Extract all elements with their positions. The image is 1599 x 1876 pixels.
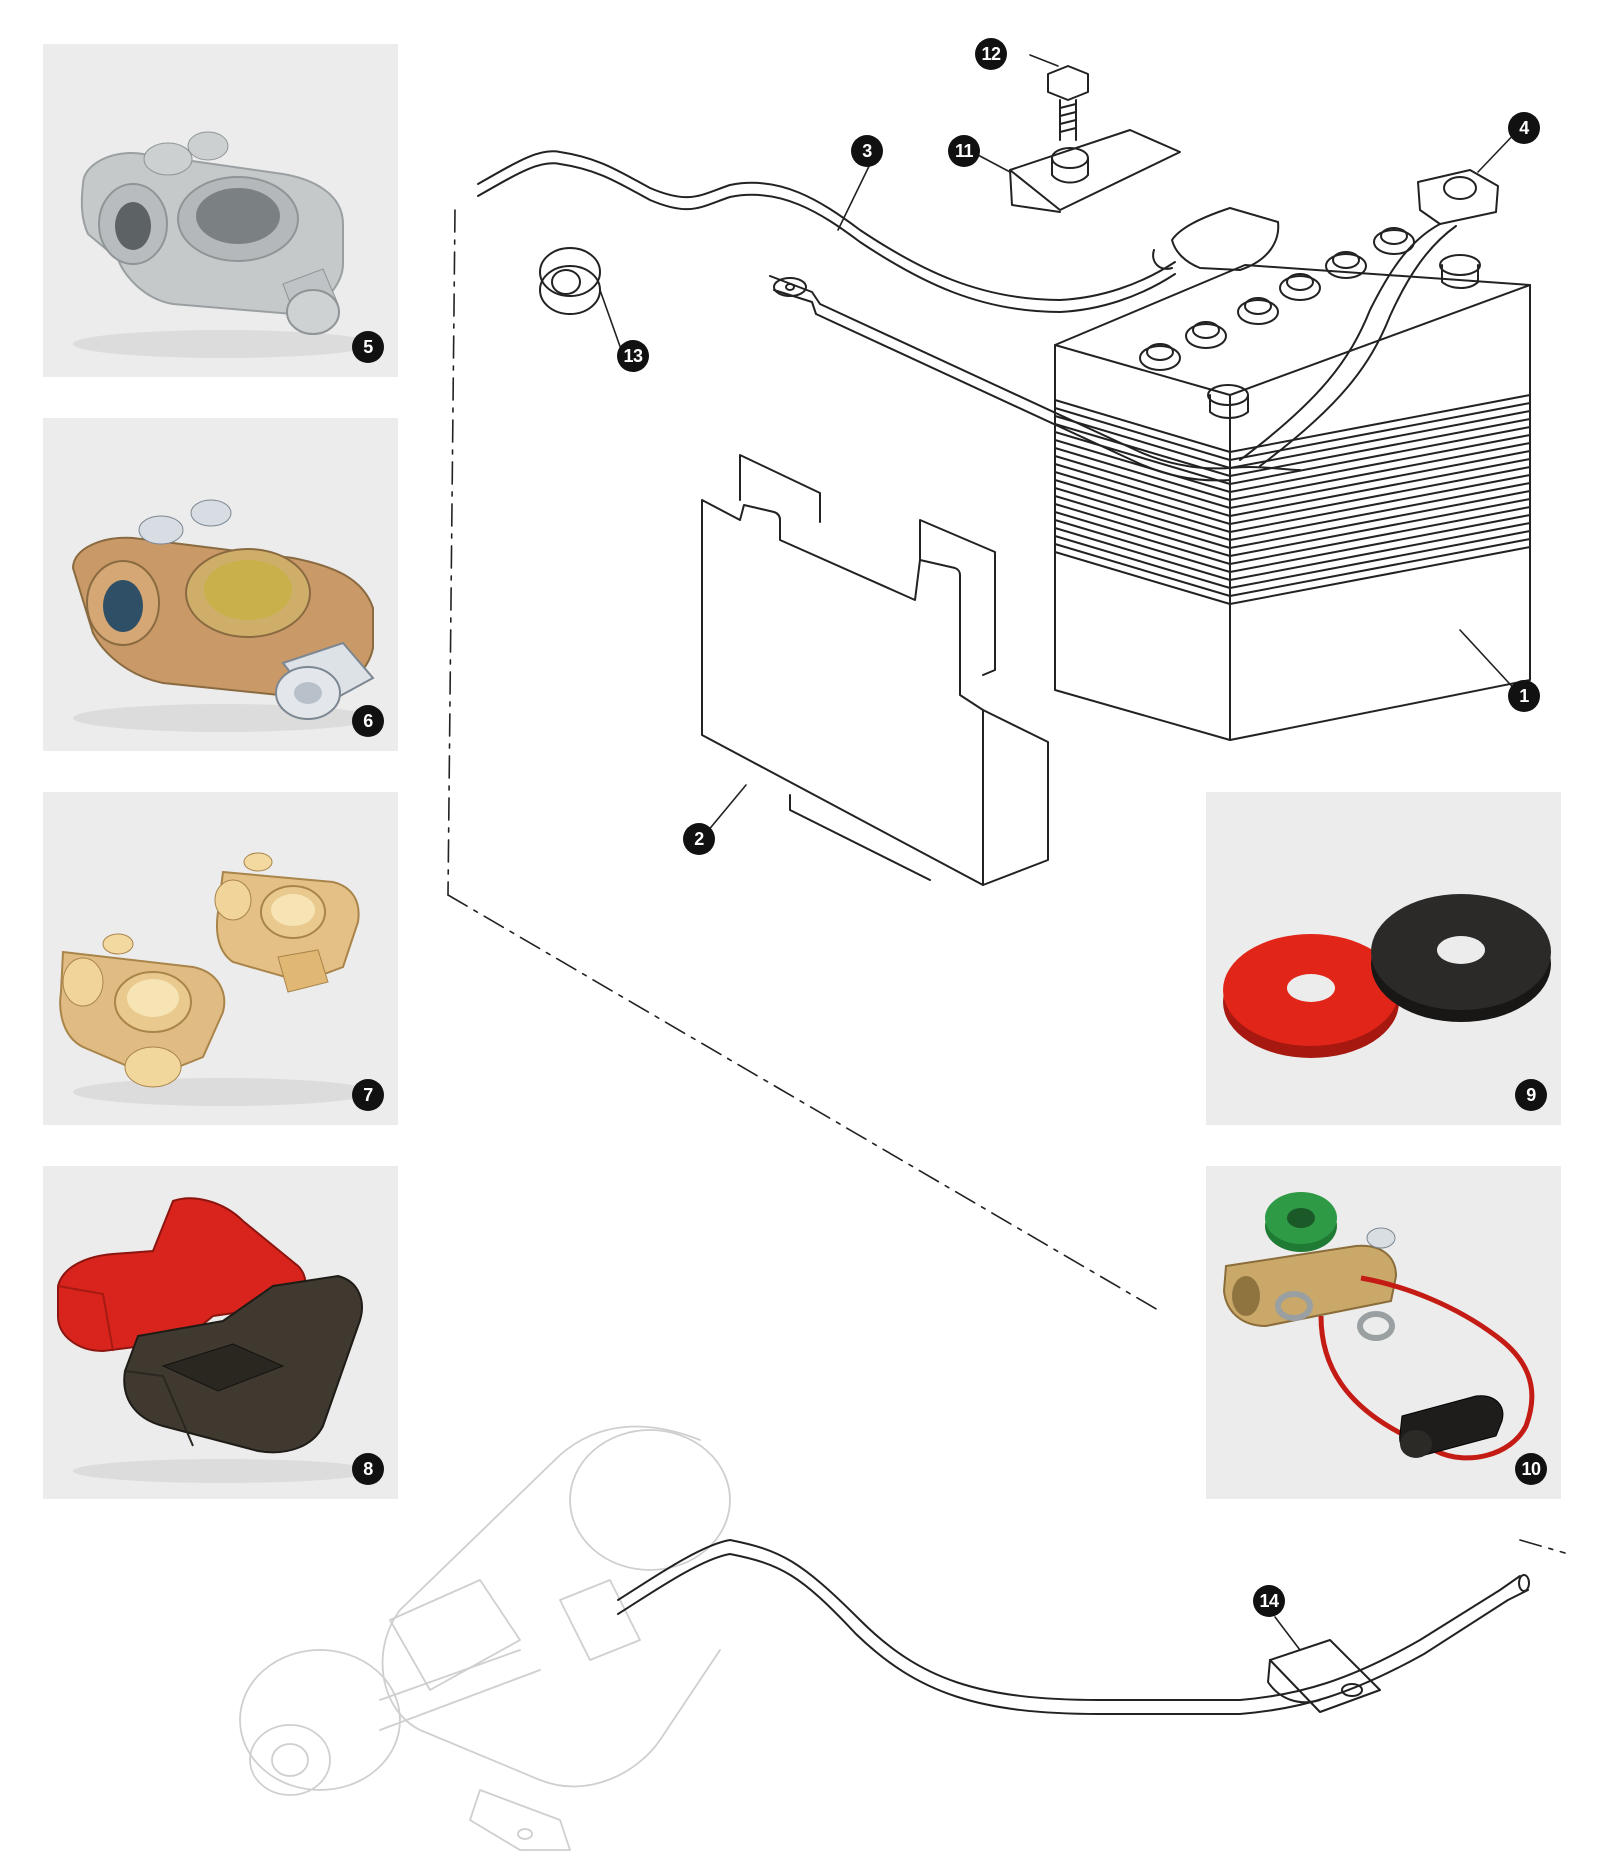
callout-12: 12 (975, 38, 1007, 70)
starter-motor-ghost-drawing (239, 1425, 731, 1851)
callout-13: 13 (617, 340, 649, 372)
panel-label-5: 5 (352, 331, 384, 363)
zinc-terminal-clamp-photo (73, 131, 373, 358)
callout-2: 2 (683, 823, 715, 855)
photo-panel-5: 5 (43, 44, 398, 377)
callout-11: 11 (948, 135, 980, 167)
battery-cable-drawing (477, 150, 1176, 313)
photo-panel-6: 6 (43, 418, 398, 751)
lower-cable-drawing (617, 1539, 1530, 1715)
grommet-drawing (539, 247, 601, 315)
bolt-drawing (1047, 65, 1089, 141)
battery-isolator-switch-photo (1222, 1192, 1535, 1461)
hold-down-clamp-drawing (1009, 129, 1181, 213)
photo-panel-9: 9 (1206, 792, 1561, 1125)
photo-panel-7: 7 (43, 792, 398, 1125)
felt-washers-photo (1223, 894, 1551, 1058)
callout-14: 14 (1253, 1585, 1285, 1617)
assembly-guide-line (447, 209, 1566, 1554)
panel-label-9: 9 (1515, 1079, 1547, 1111)
panel-label-7: 7 (352, 1079, 384, 1111)
photo-panel-8: 8 (43, 1166, 398, 1499)
battery-tray-drawing (701, 454, 1049, 886)
callout-3: 3 (851, 135, 883, 167)
leader-lines (599, 54, 1521, 1651)
brass-terminal-pair-photo (59, 852, 373, 1106)
plated-terminal-clamp-photo (71, 499, 375, 732)
battery-drawing (1054, 169, 1531, 741)
panel-label-10: 10 (1515, 1453, 1547, 1485)
callout-4: 4 (1508, 112, 1540, 144)
panel-label-8: 8 (352, 1453, 384, 1485)
terminal-covers-photo (57, 1197, 373, 1483)
callout-1: 1 (1508, 680, 1540, 712)
panel-label-6: 6 (352, 705, 384, 737)
photo-panel-10: 10 (1206, 1166, 1561, 1499)
